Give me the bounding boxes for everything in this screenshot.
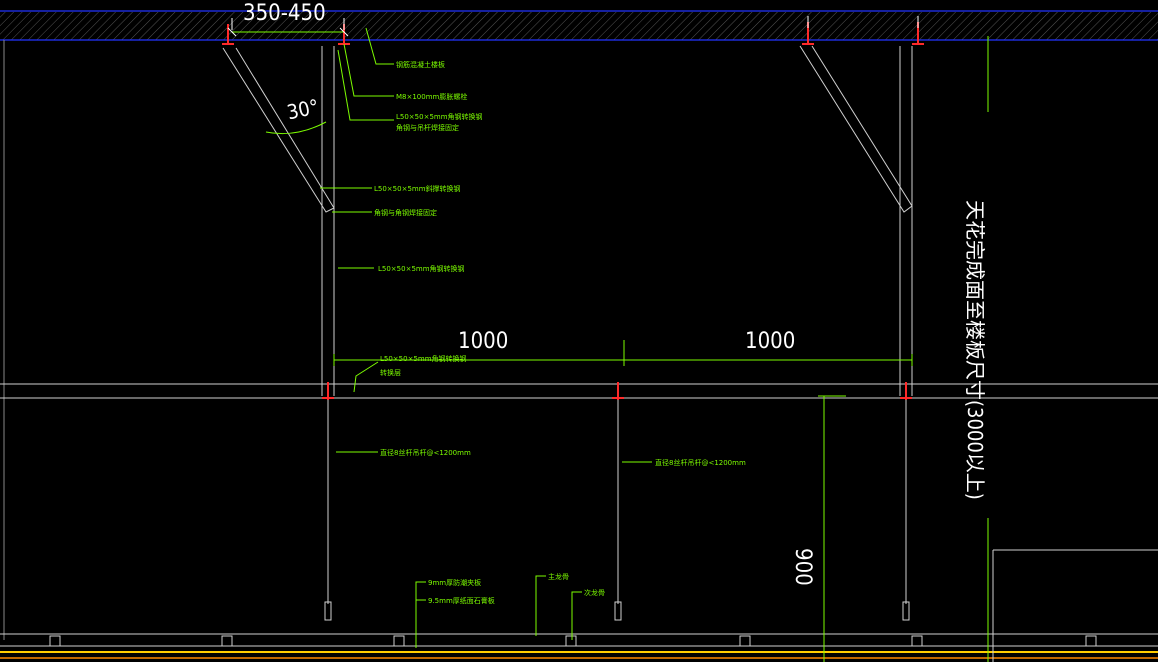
dimension-vertical-label: 天花完成面至楼板尺寸(3000以上) [963,200,987,500]
dimension-angle: 30° [285,94,321,124]
annotation-gypsum: 9.5mm厚纸面石膏板 [428,596,495,605]
vertical-angle-steel [321,46,913,396]
dimension-span-right: 1000 [745,329,795,354]
section-box [992,549,1158,662]
annotation-transfer-beam: L50×50×5mm角钢转换钢 [380,354,467,363]
annotation-angle-weld: 角钢与吊杆焊接固定 [396,123,459,132]
annotation-slab: 钢筋混凝土楼板 [396,60,445,69]
annotation-brace: L50×50×5mm斜撑转换钢 [374,184,461,193]
top-dimension [227,27,349,37]
annotation-transfer-layer: 转换层 [380,368,401,377]
hanger-clips [324,601,910,621]
annotation-brace-weld: 角钢与角钢焊接固定 [374,208,437,217]
concrete-slab [0,10,1158,41]
annotation-main-runner: 主龙骨 [548,572,569,581]
annotation-cross-runner: 次龙骨 [584,588,605,597]
annotation-hanger-mid: 直径8丝杆吊杆@<1200mm [655,458,746,467]
leader-lines [320,27,652,648]
dimension-span-left: 1000 [458,329,508,354]
beam-connectors [322,382,912,400]
diagonal-braces [222,45,913,213]
annotation-hanger-left: 直径8丝杆吊杆@<1200mm [380,448,471,457]
dimension-ceiling-height: 900 [790,548,815,586]
annotation-plywood: 9mm厚防潮夹板 [428,578,481,587]
dimension-top-spacing: 350-450 [243,1,326,26]
height-dimension [818,395,846,662]
anchor-bolt-tips [231,16,919,30]
ceiling-finish [0,633,1158,659]
main-runners [49,635,1097,647]
annotation-vertical-steel: L50×50×5mm角钢转换钢 [378,264,465,273]
annotation-bolt: M8×100mm膨胀螺栓 [396,92,467,101]
hanger-rods [327,400,907,604]
annotation-angle-steel: L50×50×5mm角钢转换钢 [396,112,483,121]
transfer-beam [0,383,1158,399]
angle-arc [265,121,327,135]
span-dimension [333,340,913,366]
